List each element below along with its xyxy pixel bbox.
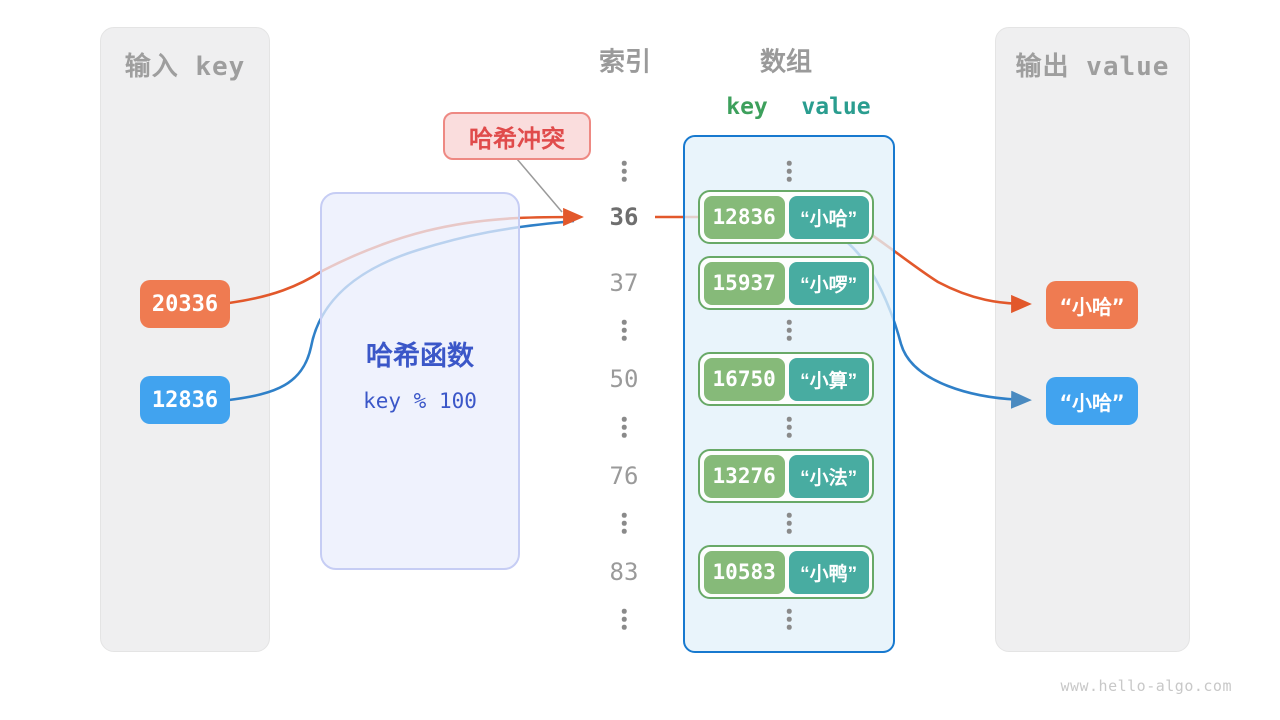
array-ellipsis [786,512,792,534]
kv-pair: 10583“小鸭” [698,545,874,599]
input-key-box: 20336 [140,280,230,328]
kv-pair: 15937“小啰” [698,256,874,310]
input-panel-title: 输入 key [124,52,246,82]
output-value-box: “小哈” [1046,377,1138,425]
array-ellipsis [786,608,792,630]
hash-function-box: 哈希函数 key % 100 [320,192,520,570]
watermark: www.hello-algo.com [1060,677,1232,695]
kv-pair: 16750“小算” [698,352,874,406]
hash-function-title: 哈希函数 [366,341,474,371]
array-ellipsis [786,319,792,341]
hash-collision-badge: 哈希冲突 [443,112,591,160]
pair-key-box: 12836 [703,195,785,239]
value-header: value [801,94,871,120]
input-key-box: 12836 [140,376,230,424]
index-value-highlighted: 36 [609,203,639,231]
index-ellipsis [621,512,627,534]
pair-value-box: “小鸭” [788,550,869,594]
index-column-header: 索引 [598,46,652,77]
index-value: 37 [609,269,639,297]
index-value: 83 [609,558,639,586]
pair-key-box: 16750 [703,357,785,401]
output-value-box: “小哈” [1046,281,1138,329]
pair-key-box: 10583 [703,550,785,594]
array-column-header: 数组 [759,46,813,77]
index-value: 76 [609,462,639,490]
pair-value-box: “小算” [788,357,869,401]
index-value: 50 [609,365,639,393]
pair-value-box: “小哈” [788,195,869,239]
key-header: key [726,94,768,120]
array-ellipsis [786,416,792,438]
index-ellipsis [621,608,627,630]
output-value-panel: 输出 value [995,27,1190,652]
collision-pointer-line [516,158,563,213]
pair-key-box: 15937 [703,261,785,305]
kv-pair: 12836“小哈” [698,190,874,244]
output-panel-title: 输出 value [1015,52,1170,82]
index-ellipsis [621,319,627,341]
pair-key-box: 13276 [703,454,785,498]
hash-collision-label: 哈希冲突 [469,125,565,153]
pair-value-box: “小法” [788,454,869,498]
array-ellipsis [786,160,792,182]
pair-value-box: “小啰” [788,261,869,305]
kv-pair: 13276“小法” [698,449,874,503]
input-key-panel: 输入 key [100,27,270,652]
index-ellipsis [621,416,627,438]
hash-function-formula: key % 100 [363,389,477,413]
index-ellipsis [621,160,627,182]
